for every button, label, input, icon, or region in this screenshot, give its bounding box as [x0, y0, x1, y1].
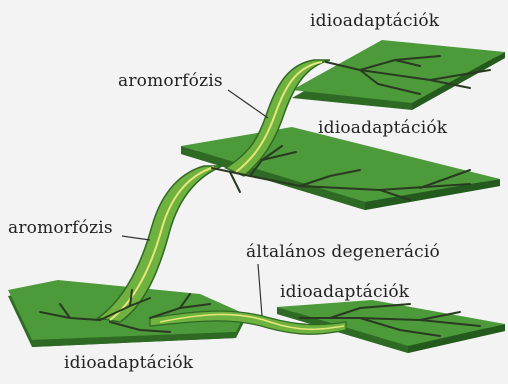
- general-degeneration-label: általános degeneráció: [246, 242, 440, 262]
- lower-aromorphosis-label: aromorfózis: [8, 218, 113, 238]
- bottom-idioadaptation-label: idioadaptációk: [64, 353, 193, 373]
- right-idioadaptation-label: idioadaptációk: [280, 282, 409, 302]
- top-idioadaptation-label: idioadaptációk: [310, 11, 439, 31]
- upper-aromorphosis-label: aromorfózis: [118, 71, 223, 91]
- middle-idioadaptation-label: idioadaptációk: [318, 118, 447, 138]
